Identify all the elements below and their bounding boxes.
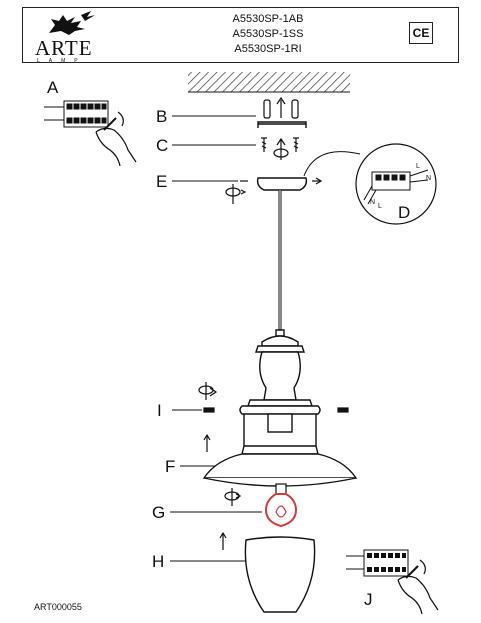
up-arrow-icon: [203, 433, 211, 452]
step-label-h: H: [152, 552, 164, 571]
model-code: A5530SP-1AB: [232, 13, 304, 25]
mounting-bracket: [257, 121, 307, 128]
title-box: ARTE LAMP A5530SP-1AB A5530SP-1SS A5530S…: [22, 7, 459, 64]
canopy-screws: [240, 177, 323, 185]
terminal-label-n: N: [426, 175, 431, 182]
lamp-holder: [239, 329, 321, 433]
document-code: ART000055: [34, 602, 82, 612]
terminal-block-j: [346, 549, 409, 577]
rotate-arrow-icon: [225, 184, 247, 204]
model-code: A5530SP-1RI: [234, 43, 302, 55]
terminal-block-d: [363, 169, 429, 205]
step-label-j: J: [364, 590, 373, 609]
step-label-d: D: [398, 203, 410, 222]
terminal-label-l: L: [378, 203, 382, 210]
callout-pointer: [303, 151, 361, 177]
glass-diffuser: [244, 536, 316, 613]
terminal-label-l: L: [416, 163, 420, 170]
step-label-e: E: [156, 172, 167, 191]
brand-tagline: LAMP: [37, 58, 87, 64]
canopy: [256, 177, 308, 191]
model-list: A5530SP-1AB A5530SP-1SS A5530SP-1RI: [213, 12, 323, 57]
ce-mark: CE: [409, 22, 433, 44]
terminal-label-n: N: [370, 199, 375, 206]
rotate-arrow-icon: [224, 488, 242, 506]
screws-icon: [261, 137, 299, 152]
ceiling-hatch: [188, 72, 350, 92]
step-label-c: C: [156, 136, 168, 155]
griffin-logo-icon: [49, 11, 95, 35]
step-label-a: A: [47, 78, 59, 97]
brand-name: ARTE: [35, 36, 93, 60]
hand-screwdriver-icon: [397, 559, 439, 615]
step-label-g: G: [152, 503, 165, 522]
model-code: A5530SP-1SS: [232, 28, 304, 40]
hand-screwdriver-icon: [95, 111, 137, 167]
light-bulb-icon: [264, 483, 298, 528]
up-arrow-icon: [219, 531, 227, 550]
step-label-f: F: [165, 457, 175, 476]
terminal-block-a: [44, 100, 109, 128]
rotate-arrow-icon: [273, 137, 289, 160]
step-label-i: I: [157, 401, 162, 420]
rotate-arrow-icon: [198, 382, 218, 400]
wall-plugs-icon: [263, 96, 299, 119]
side-screws: [203, 407, 349, 413]
step-label-b: B: [156, 107, 167, 126]
